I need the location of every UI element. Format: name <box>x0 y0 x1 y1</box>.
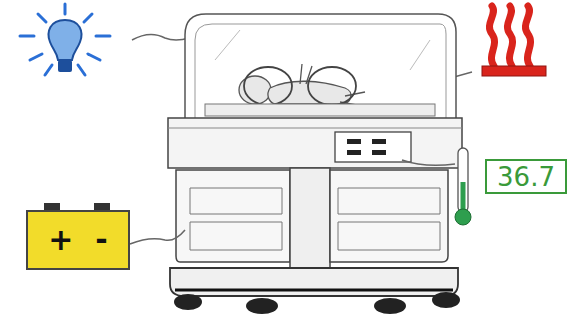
panel-button <box>347 139 361 144</box>
wheel <box>432 292 460 308</box>
drawer-unit <box>330 170 448 262</box>
node-text: - <box>95 225 107 255</box>
panel-button <box>372 150 386 155</box>
wheel <box>246 298 278 314</box>
baby <box>239 64 365 106</box>
porthole <box>244 67 292 105</box>
hood-reflection <box>215 30 240 60</box>
leader-line <box>402 160 455 165</box>
node-text: 36.7 <box>497 164 555 190</box>
base-frame <box>170 268 458 296</box>
wheel <box>374 298 406 314</box>
temperature-readout: 36.7 <box>485 159 567 194</box>
mattress <box>205 104 435 116</box>
hood-reflection <box>410 40 430 70</box>
base-shadow <box>175 289 453 292</box>
drawer-front <box>338 188 440 250</box>
thermometer-tube <box>458 148 468 212</box>
bulb-glass <box>49 20 82 60</box>
heater-base <box>482 66 546 76</box>
lamp-icon <box>20 4 110 75</box>
bulb-base <box>58 60 72 72</box>
heater-icon <box>489 6 530 66</box>
battery-symbol: +- <box>26 210 130 270</box>
porthole <box>308 67 356 105</box>
control-panel <box>335 132 411 162</box>
control-body <box>168 118 462 168</box>
drawer-unit <box>176 170 290 262</box>
drawer-front <box>190 188 282 250</box>
hood-edge <box>195 24 446 118</box>
center-column <box>290 168 330 268</box>
wheel <box>174 294 202 310</box>
node-text: + <box>48 225 73 255</box>
thermometer-fill <box>461 182 466 212</box>
body-edge <box>168 128 462 129</box>
incubator-hood <box>185 14 456 122</box>
thermometer-bulb <box>455 209 471 225</box>
panel-button <box>372 139 386 144</box>
panel-button <box>347 150 361 155</box>
leader-line <box>130 230 185 244</box>
